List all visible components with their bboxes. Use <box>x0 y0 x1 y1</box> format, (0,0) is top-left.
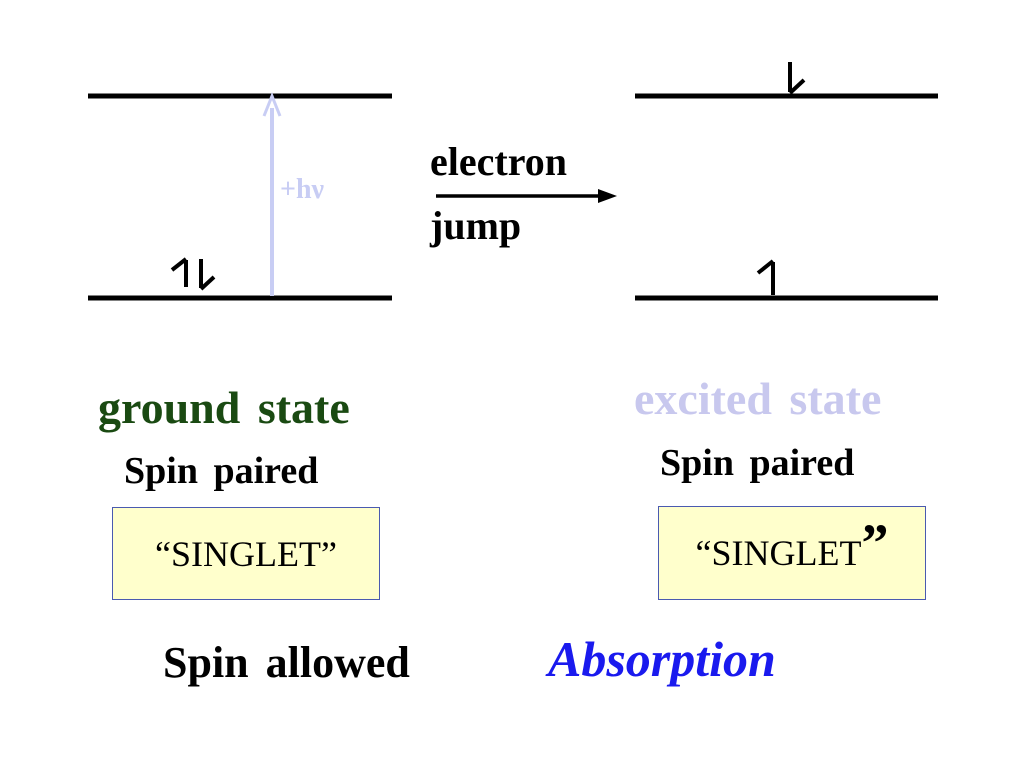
ground-multiplicity-box: “SINGLET” <box>112 507 380 600</box>
excited-multiplicity-box: “SINGLET” <box>658 506 926 600</box>
excited-spin-label: Spin paired <box>660 442 855 484</box>
spin-up-arrow-lower <box>756 259 775 295</box>
photon-arrow <box>262 91 282 296</box>
jump-label-line1: electron <box>430 139 567 184</box>
ground-state-label: ground state <box>98 382 350 433</box>
electron-jump-arrow <box>436 189 617 203</box>
photon-energy-label: +hν <box>280 174 325 205</box>
excited-state-label: excited state <box>634 373 882 424</box>
spin-down-arrow-upper <box>788 62 806 95</box>
spin-up-arrow <box>170 257 188 287</box>
ground-multiplicity-text: “SINGLET” <box>155 533 337 574</box>
spin-down-arrow <box>199 259 216 291</box>
absorption-label: Absorption <box>548 631 776 687</box>
ground-spin-label: Spin paired <box>124 450 319 492</box>
excited-multiplicity-close-quote: ” <box>861 513 889 573</box>
jump-label-line2: jump <box>430 203 522 248</box>
spin-allowed-label: Spin allowed <box>163 638 410 687</box>
excited-multiplicity-text: “SINGLET <box>695 533 862 573</box>
